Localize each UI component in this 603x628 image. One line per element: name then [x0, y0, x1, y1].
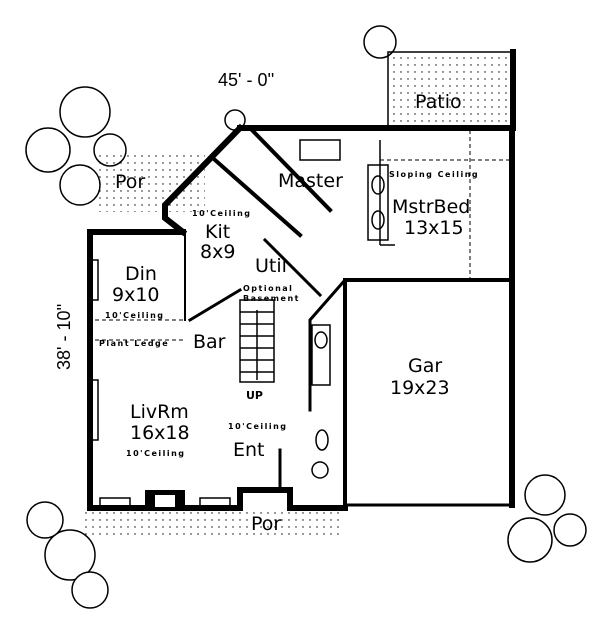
- ent-label: Ent: [233, 439, 265, 461]
- livrm-size: 16x18: [130, 422, 190, 444]
- gar-size: 19x23: [390, 377, 450, 399]
- din-label: Din: [125, 263, 157, 285]
- interior-walls: [95, 125, 514, 507]
- sloping-ceiling-label: Sloping Ceiling: [389, 170, 479, 179]
- depth-dimension: 38' - 10'': [54, 304, 74, 370]
- front-porch: [240, 510, 340, 540]
- front-planter: [85, 512, 240, 537]
- mstr-bed-size: 13x15: [404, 217, 464, 239]
- width-dimension: 45' - 0'': [218, 70, 274, 90]
- bar-label: Bar: [193, 331, 226, 353]
- livrm-ceiling-label: 10'Ceiling: [126, 449, 186, 458]
- rear-porch-label: Por: [115, 171, 145, 193]
- fixtures: [91, 139, 389, 511]
- din-ceiling-label: 10'Ceiling: [105, 311, 165, 320]
- gar-label: Gar: [408, 355, 442, 377]
- optional-basement-label: Optional: [243, 284, 293, 293]
- stairs-up-label: UP: [246, 389, 263, 402]
- ent-ceiling-label: 10'Ceiling: [228, 422, 288, 431]
- stairs: [239, 299, 275, 383]
- optional-basement-label-2: Basement: [243, 294, 300, 303]
- util-label: Util: [255, 255, 287, 277]
- front-porch-label: Por: [251, 513, 281, 535]
- patio-area: [390, 55, 510, 125]
- plant-ledge-label: Plant Ledge: [99, 339, 169, 348]
- livrm-label: LivRm: [130, 401, 189, 423]
- din-size: 9x10: [112, 284, 160, 306]
- kit-label: Kit: [205, 221, 230, 243]
- master-label: Master: [278, 170, 343, 192]
- mstr-bed-label: MstrBed: [392, 196, 470, 218]
- kit-ceiling-label: 10'Ceiling: [192, 209, 252, 218]
- patio-label: Patio: [415, 91, 462, 113]
- kit-size: 8x9: [200, 241, 235, 263]
